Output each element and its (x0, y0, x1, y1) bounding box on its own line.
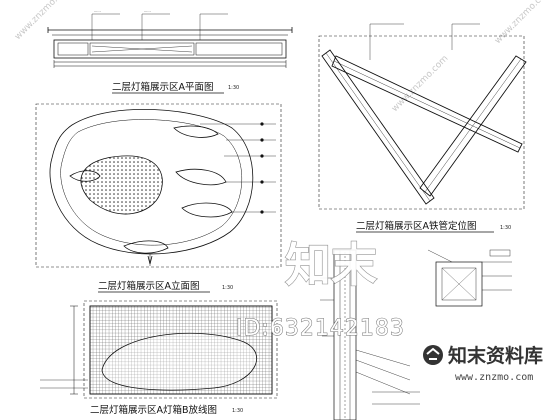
lightbox-b-title: 二层灯箱展示区A灯箱B放线图 (90, 404, 217, 416)
watermark-id-text: ID:632142183 (236, 316, 405, 341)
elevation-a-title: 二层灯箱展示区A立面图 (98, 280, 200, 292)
plan-a-note-1: ...... (94, 9, 101, 13)
elevation-a-drawing (49, 108, 276, 266)
watermark-url-text: www.znzmo.com (455, 372, 533, 383)
plan-a-scale: 1:30 (228, 85, 239, 91)
lightbox-b-scale: 1:30 (232, 408, 243, 414)
diag-watermark-mid: www.znzmo.com (390, 54, 450, 114)
watermark-big-text: 知末 (285, 238, 377, 292)
diag-watermark-top-right: www.znzmo.com (493, 0, 553, 46)
section-detail-drawing (320, 249, 512, 420)
diagonal-watermarks: www.znzmo.com www.znzmo.com www.znzmo.co… (13, 0, 553, 114)
plan-a-note-2: ...... (144, 9, 151, 13)
lightbox-b-frame (83, 300, 278, 399)
lightbox-b-drawing (40, 305, 273, 395)
steel-a-drawing (321, 23, 527, 205)
steel-a-frame (318, 35, 525, 210)
steel-a-title: 二层灯箱展示区A铁管定位图 (356, 220, 477, 232)
steel-a-scale: 1:30 (500, 225, 511, 231)
elevation-a-frame (35, 103, 282, 268)
logo-mark-icon (423, 345, 443, 365)
elevation-a-scale: 1:30 (222, 285, 233, 291)
diag-watermark-top: www.znzmo.com (13, 0, 73, 42)
plan-a-title: 二层灯箱展示区A平面图 (112, 81, 214, 93)
watermark-logo-text: 知末资料库 (448, 344, 543, 367)
plan-a-drawing: ...... ...... (47, 9, 293, 68)
watermark-logo: 知末资料库 www.znzmo.com (418, 340, 548, 386)
